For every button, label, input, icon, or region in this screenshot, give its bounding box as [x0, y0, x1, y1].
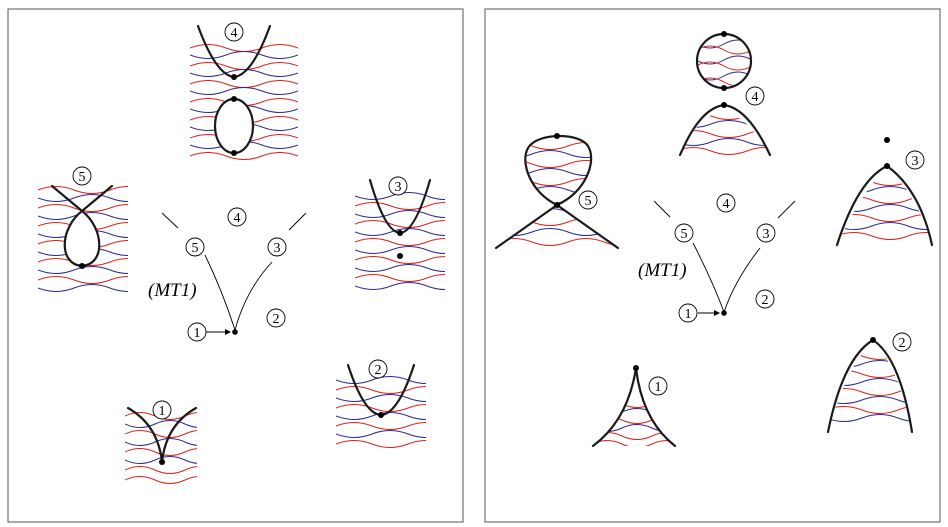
left-panel: 4 5 3 2 1 (MT1) [7, 8, 464, 523]
left-cusp-branch-right [234, 261, 273, 331]
left-stratum-line-3 [288, 212, 307, 231]
right-center-diagram: 4 5 3 2 1 (MT1) [638, 193, 796, 323]
left-stratum-line-5 [161, 212, 179, 229]
right-stratum-line-3 [777, 200, 796, 219]
left-cusp-branch-left [204, 254, 236, 331]
left-r1-cusp [126, 406, 198, 464]
right-region-5-picture: 5 [494, 133, 620, 250]
right-cusp-branch-right [723, 247, 761, 313]
left-region-label-5: 5 [79, 170, 86, 185]
left-region-5-picture: 5 [38, 166, 128, 292]
left-center-label-4: 4 [234, 211, 241, 226]
right-center-label-3: 3 [763, 227, 770, 242]
left-region-label-4: 4 [231, 26, 238, 41]
left-cusp-point [232, 329, 238, 335]
left-r5-cross-top [50, 184, 114, 213]
right-center-label-1: 1 [685, 307, 692, 322]
right-region-label-1: 1 [655, 380, 662, 395]
left-region-label-3: 3 [395, 180, 402, 195]
left-center-label-2: 2 [273, 312, 280, 327]
left-center-label-3: 3 [274, 241, 281, 256]
right-cusp-point [721, 310, 727, 316]
left-region-2-picture: 2 [336, 359, 426, 448]
right-center-label-5: 5 [681, 227, 688, 242]
left-region-1-picture: 1 [125, 400, 198, 484]
right-region-1-picture: 1 [591, 365, 677, 448]
left-region-label-1: 1 [159, 404, 166, 419]
right-arrow-head-icon [714, 310, 720, 316]
right-region-label-4: 4 [752, 90, 759, 105]
right-model-tag: (MT1) [638, 260, 687, 281]
right-stratum-line-5 [653, 200, 671, 218]
right-region-label-3: 3 [912, 154, 919, 169]
right-r5-arch [494, 203, 620, 250]
left-region-3-picture: 3 [355, 176, 445, 290]
left-center-diagram: 4 5 3 2 1 (MT1) [148, 207, 307, 342]
right-center-label-2: 2 [762, 293, 769, 308]
right-region-label-2: 2 [899, 336, 906, 351]
right-center-label-4: 4 [723, 197, 730, 212]
right-region-2-picture: 2 [826, 332, 914, 434]
left-region-label-2: 2 [375, 363, 382, 378]
right-r3-isolated-point [884, 137, 890, 143]
right-panel: 4 5 3 2 1 (MT1) [484, 8, 941, 523]
left-region-4-picture: 4 [190, 22, 298, 160]
left-model-tag: (MT1) [148, 280, 197, 301]
left-center-label-1: 1 [194, 326, 201, 341]
right-panel-frame [484, 8, 941, 523]
right-region-4-picture: 4 [678, 31, 772, 157]
right-region-label-5: 5 [585, 194, 592, 209]
left-center-label-5: 5 [192, 241, 199, 256]
left-panel-frame [7, 8, 464, 523]
right-r4-circle [695, 32, 753, 90]
left-r4-oval [213, 97, 255, 155]
right-cusp-branch-left [692, 242, 725, 313]
left-r5-loop [63, 209, 101, 268]
left-arrow-head-icon [225, 329, 231, 335]
right-region-3-picture: 3 [835, 137, 934, 247]
